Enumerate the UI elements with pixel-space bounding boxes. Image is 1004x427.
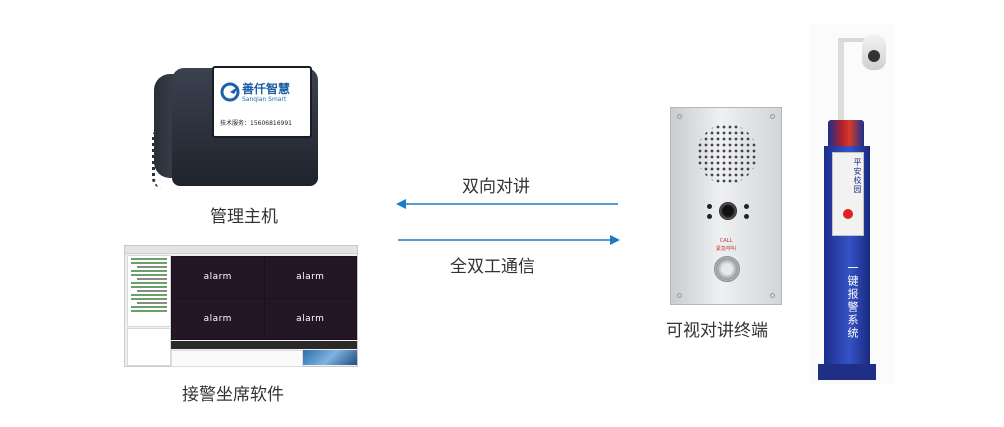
alarm-button-icon	[843, 209, 853, 219]
call-label-cn: 紧急呼叫	[715, 246, 736, 252]
camera-module	[707, 202, 749, 224]
video-cell: alarm	[264, 298, 356, 339]
link-label-bottom: 全双工通信	[450, 257, 535, 277]
brand-logo-icon	[220, 82, 240, 102]
camera-arm	[840, 38, 884, 42]
host-label: 管理主机	[210, 207, 278, 227]
dome-camera-icon	[862, 34, 886, 70]
intercom-icon: CALL 紧急呼叫	[670, 107, 782, 305]
brand-name: 善仟智慧	[242, 82, 291, 96]
link-arrows	[396, 199, 620, 245]
preview-thumbnail	[303, 350, 357, 365]
device-tree	[127, 255, 171, 327]
software-label: 接警坐席软件	[182, 385, 284, 405]
software-menubar	[125, 246, 357, 254]
brand-name-en: Sanqian Smart	[242, 96, 287, 103]
video-cell: alarm	[172, 257, 264, 298]
alarm-seat-software: alarm alarm alarm alarm	[124, 245, 358, 367]
info-panel	[127, 328, 171, 366]
call-button-icon	[714, 256, 740, 282]
link-label-top: 双向对讲	[462, 177, 530, 197]
warning-lamp-icon	[828, 120, 864, 146]
pole-top-text: 平安校园	[853, 158, 862, 194]
playback-toolbar	[171, 341, 357, 349]
pole-mast	[838, 38, 844, 124]
management-host: 善仟智慧 Sanqian Smart 技术服务：15606816991	[150, 58, 322, 190]
alarm-pole-icon: 平安校园 一键报警系统	[810, 24, 894, 384]
speaker-grille	[697, 124, 757, 184]
pole-side-text: 一键报警系统	[846, 262, 859, 340]
camera-lens-icon	[719, 202, 737, 220]
video-cell: alarm	[172, 298, 264, 339]
cord	[152, 128, 173, 188]
terminal-label: 可视对讲终端	[666, 321, 768, 341]
service-hotline: 技术服务：15606816991	[220, 120, 292, 127]
video-grid: alarm alarm alarm alarm	[171, 256, 357, 340]
pole-panel: 平安校园	[832, 152, 864, 236]
event-log	[171, 350, 303, 367]
video-cell: alarm	[264, 257, 356, 298]
phone-screen: 善仟智慧 Sanqian Smart 技术服务：15606816991	[212, 66, 312, 138]
pole-base	[818, 364, 876, 380]
call-label: CALL	[719, 238, 733, 244]
